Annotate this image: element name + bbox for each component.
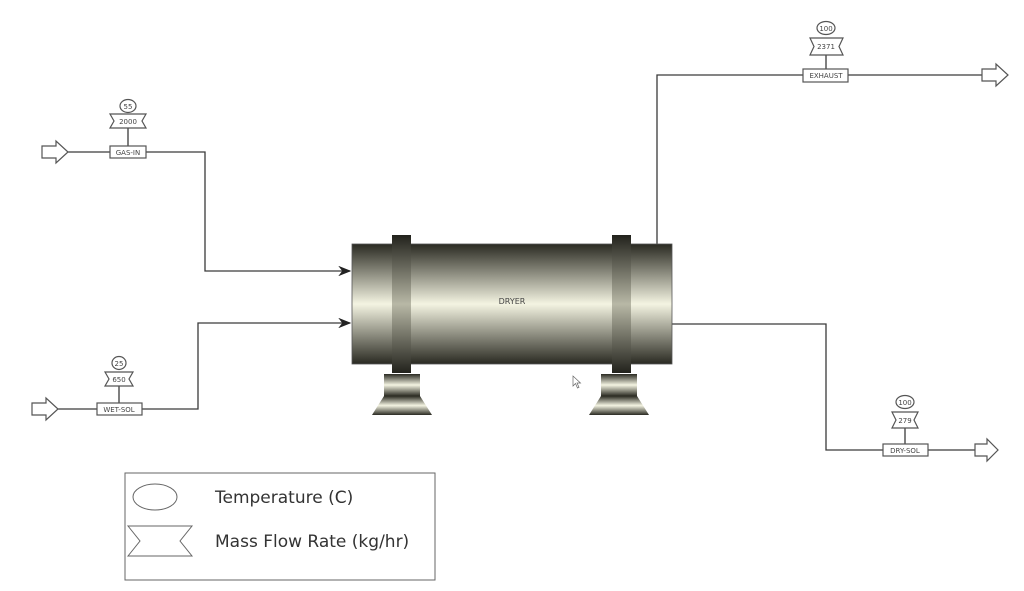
dryer-label: DRYER: [499, 297, 526, 306]
mass-flow-tag: [108, 113, 148, 129]
stream-dry-sol[interactable]: 100 279 DRY-SOL: [882, 394, 999, 463]
dryer-unit[interactable]: DRYER: [351, 235, 673, 415]
mass-flow-value: 279: [898, 417, 911, 425]
stream-label: DRY-SOL: [890, 447, 920, 455]
stream-gas-in[interactable]: 55 2000 GAS-IN: [41, 98, 148, 165]
mass-flow-legend-icon: [126, 525, 194, 557]
stream-label: EXHAUST: [809, 72, 843, 80]
temperature-value: 25: [115, 360, 124, 368]
product-arrow-icon: [981, 62, 1009, 88]
temperature-value: 100: [898, 399, 911, 407]
exhaust-stream-line[interactable]: [656, 74, 982, 244]
temperature-value: 55: [124, 103, 133, 111]
temperature-value: 100: [819, 25, 832, 33]
stream-label: GAS-IN: [116, 149, 140, 157]
wet-sol-stream-line[interactable]: [58, 317, 352, 410]
legend: Temperature (C) Mass Flow Rate (kg/hr): [124, 472, 436, 581]
feed-arrow-icon: [41, 139, 69, 165]
mass-flow-tag: [103, 371, 135, 387]
stream-label: WET-SOL: [103, 406, 134, 414]
legend-temperature-label: Temperature (C): [214, 488, 353, 508]
temperature-tag: [816, 20, 836, 36]
mouse-cursor-icon: [572, 375, 582, 389]
temperature-tag: [111, 355, 127, 371]
mass-flow-value: 2000: [119, 118, 137, 126]
stream-exhaust[interactable]: 100 2371 EXHAUST: [802, 20, 1009, 88]
mass-flow-value: 2371: [817, 43, 835, 51]
dry-sol-stream-line[interactable]: [672, 323, 975, 451]
feed-arrow-icon: [31, 396, 59, 422]
mass-flow-value: 650: [112, 376, 125, 384]
temperature-legend-icon: [132, 483, 178, 511]
temperature-tag: [895, 394, 915, 410]
gas-in-stream-line[interactable]: [68, 151, 352, 277]
mass-flow-tag: [809, 37, 844, 56]
legend-mass-flow-label: Mass Flow Rate (kg/hr): [215, 532, 409, 552]
stream-wet-sol[interactable]: 25 650 WET-SOL: [31, 355, 143, 422]
product-arrow-icon: [974, 437, 999, 463]
mass-flow-tag: [891, 411, 919, 429]
temperature-tag: [119, 98, 137, 114]
